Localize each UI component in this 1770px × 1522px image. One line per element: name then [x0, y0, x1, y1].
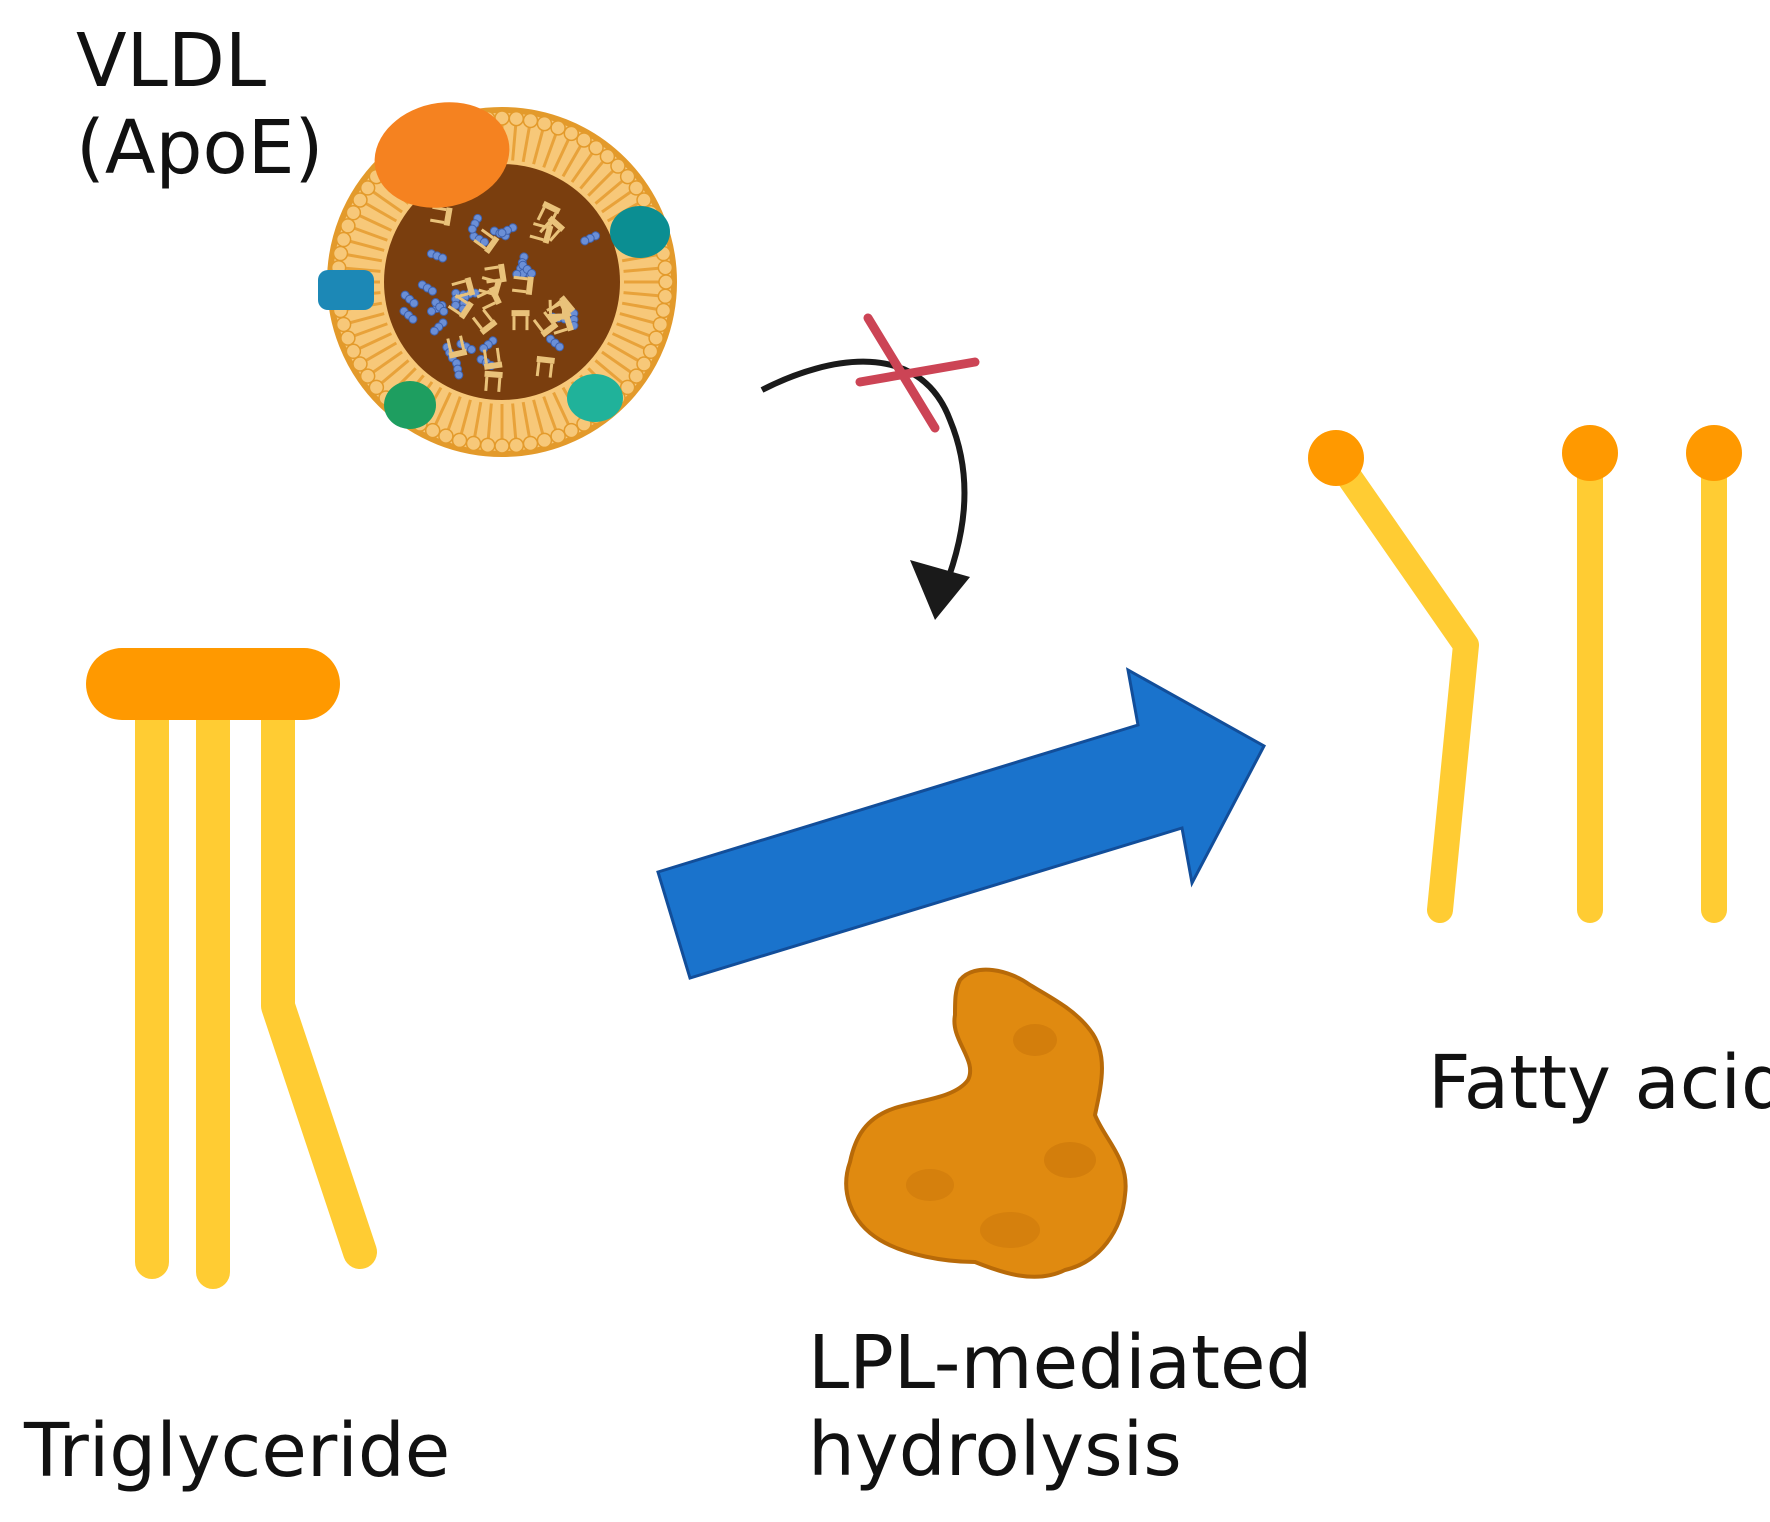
apolipoprotein-mint-icon: [567, 374, 623, 422]
vldl-label-line1: VLDL: [76, 18, 267, 104]
apolipoprotein-green-icon: [384, 381, 436, 429]
hydrolysis-arrow-icon: [656, 667, 1267, 980]
fatty-acid-bent-icon: [1308, 430, 1479, 923]
blocked-pathway-arrow: [760, 358, 970, 620]
vldl-core-contents: [399, 200, 601, 392]
lpl-enzyme-icon: [844, 967, 1128, 1279]
apolipoprotein-teal-icon: [610, 206, 670, 258]
lpl-hydrolysis-label: LPL-mediated hydrolysis: [808, 1320, 1313, 1495]
fatty-acid-straight-icon: [1562, 425, 1618, 923]
blocked-x-icon: [855, 313, 980, 433]
triglyceride-molecule-icon: [86, 648, 377, 1289]
lpl-label-line1: LPL-mediated: [808, 1320, 1313, 1406]
lpl-label-line2: hydrolysis: [808, 1407, 1182, 1494]
vldl-label: VLDL (ApoE): [76, 18, 323, 193]
triglyceride-label: Triglyceride: [24, 1408, 451, 1494]
apoe-protein-icon: [374, 102, 510, 208]
fatty-acid-label: Fatty acid: [1428, 1040, 1770, 1126]
vldl-label-line2: (ApoE): [76, 105, 324, 192]
vldl-particle-icon: [318, 102, 677, 457]
fatty-acid-straight-icon: [1686, 425, 1742, 923]
apolipoprotein-blue-icon: [318, 270, 374, 310]
